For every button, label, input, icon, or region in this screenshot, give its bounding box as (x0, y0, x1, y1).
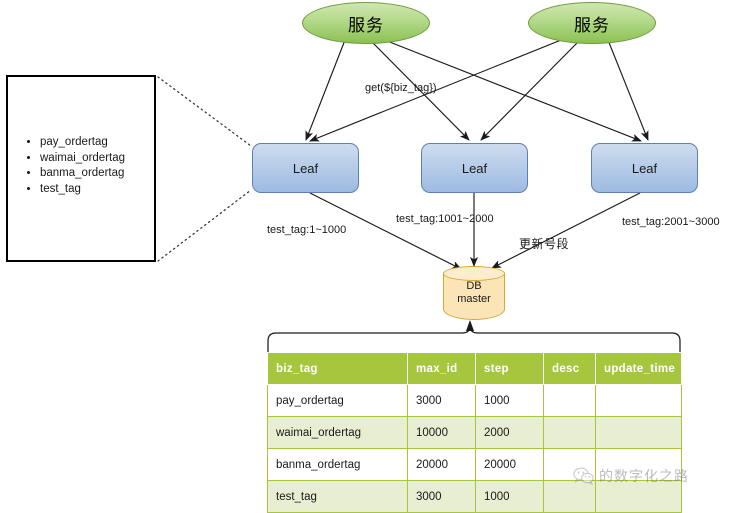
leaf-node-3-label: Leaf (631, 160, 658, 176)
table-row: test_tag 3000 1000 (267, 480, 682, 513)
column-header-max-id: max_id (407, 352, 476, 385)
leaf-node-3[interactable]: Leaf (591, 143, 698, 193)
leaf-node-1[interactable]: Leaf (252, 143, 359, 193)
cell-step: 2000 (475, 416, 544, 449)
cell-desc (543, 480, 596, 513)
edge-label-range-right: test_tag:2001~3000 (622, 216, 720, 228)
list-item: banma_ordertag (40, 166, 190, 182)
cell-biz-tag: banma_ordertag (267, 448, 408, 481)
table-row: waimai_ordertag 10000 2000 (267, 416, 682, 449)
cell-update-time (595, 448, 682, 481)
leaf-node-1-label: Leaf (292, 160, 319, 176)
list-item: waimai_ordertag (40, 151, 190, 167)
annotation-list: pay_ordertag waimai_ordertag banma_order… (8, 135, 190, 197)
cell-desc (543, 448, 596, 481)
leaf-alloc-table: biz_tag max_id step desc update_time pay… (267, 352, 682, 513)
db-master-label: DB master (443, 280, 505, 306)
cell-max-id: 10000 (407, 416, 476, 449)
cell-step: 1000 (475, 480, 544, 513)
cell-update-time (595, 384, 682, 417)
edge-label-range-left: test_tag:1~1000 (267, 224, 347, 236)
leaf-node-2[interactable]: Leaf (421, 143, 528, 193)
db-master-line2: master (457, 293, 491, 305)
column-header-step: step (475, 352, 544, 385)
cell-max-id: 3000 (407, 384, 476, 417)
column-header-desc: desc (543, 352, 596, 385)
service-node-right[interactable]: 服务 (528, 2, 656, 44)
cell-desc (543, 384, 596, 417)
service-node-right-label: 服务 (574, 15, 610, 35)
cell-biz-tag: pay_ordertag (267, 384, 408, 417)
annotation-box: pay_ordertag waimai_ordertag banma_order… (6, 75, 156, 262)
table-row: pay_ordertag 3000 1000 (267, 384, 682, 417)
db-cylinder-top (443, 266, 505, 281)
cell-biz-tag: test_tag (267, 480, 408, 513)
cell-step: 20000 (475, 448, 544, 481)
list-item: pay_ordertag (40, 135, 190, 151)
column-header-biz-tag: biz_tag (267, 352, 408, 385)
service-node-left-label: 服务 (348, 15, 384, 35)
cell-update-time (595, 480, 682, 513)
cell-max-id: 3000 (407, 480, 476, 513)
table-header-row: biz_tag max_id step desc update_time (267, 352, 682, 385)
table-row: banma_ordertag 20000 20000 (267, 448, 682, 481)
edge-label-range-mid: test_tag:1001~2000 (396, 213, 494, 225)
db-master-line1: DB (466, 280, 482, 292)
cell-biz-tag: waimai_ordertag (267, 416, 408, 449)
cell-step: 1000 (475, 384, 544, 417)
service-node-left[interactable]: 服务 (302, 2, 430, 44)
column-header-update-time: update_time (595, 352, 682, 385)
leaf-node-2-label: Leaf (461, 160, 488, 176)
edge-label-get-call: get(${biz_tag}) (365, 82, 437, 94)
cell-max-id: 20000 (407, 448, 476, 481)
cell-update-time (595, 416, 682, 449)
list-item: test_tag (40, 182, 190, 198)
db-master-node[interactable]: DB master (443, 266, 505, 320)
edge-label-update-segment: 更新号段 (519, 237, 570, 251)
cell-desc (543, 416, 596, 449)
